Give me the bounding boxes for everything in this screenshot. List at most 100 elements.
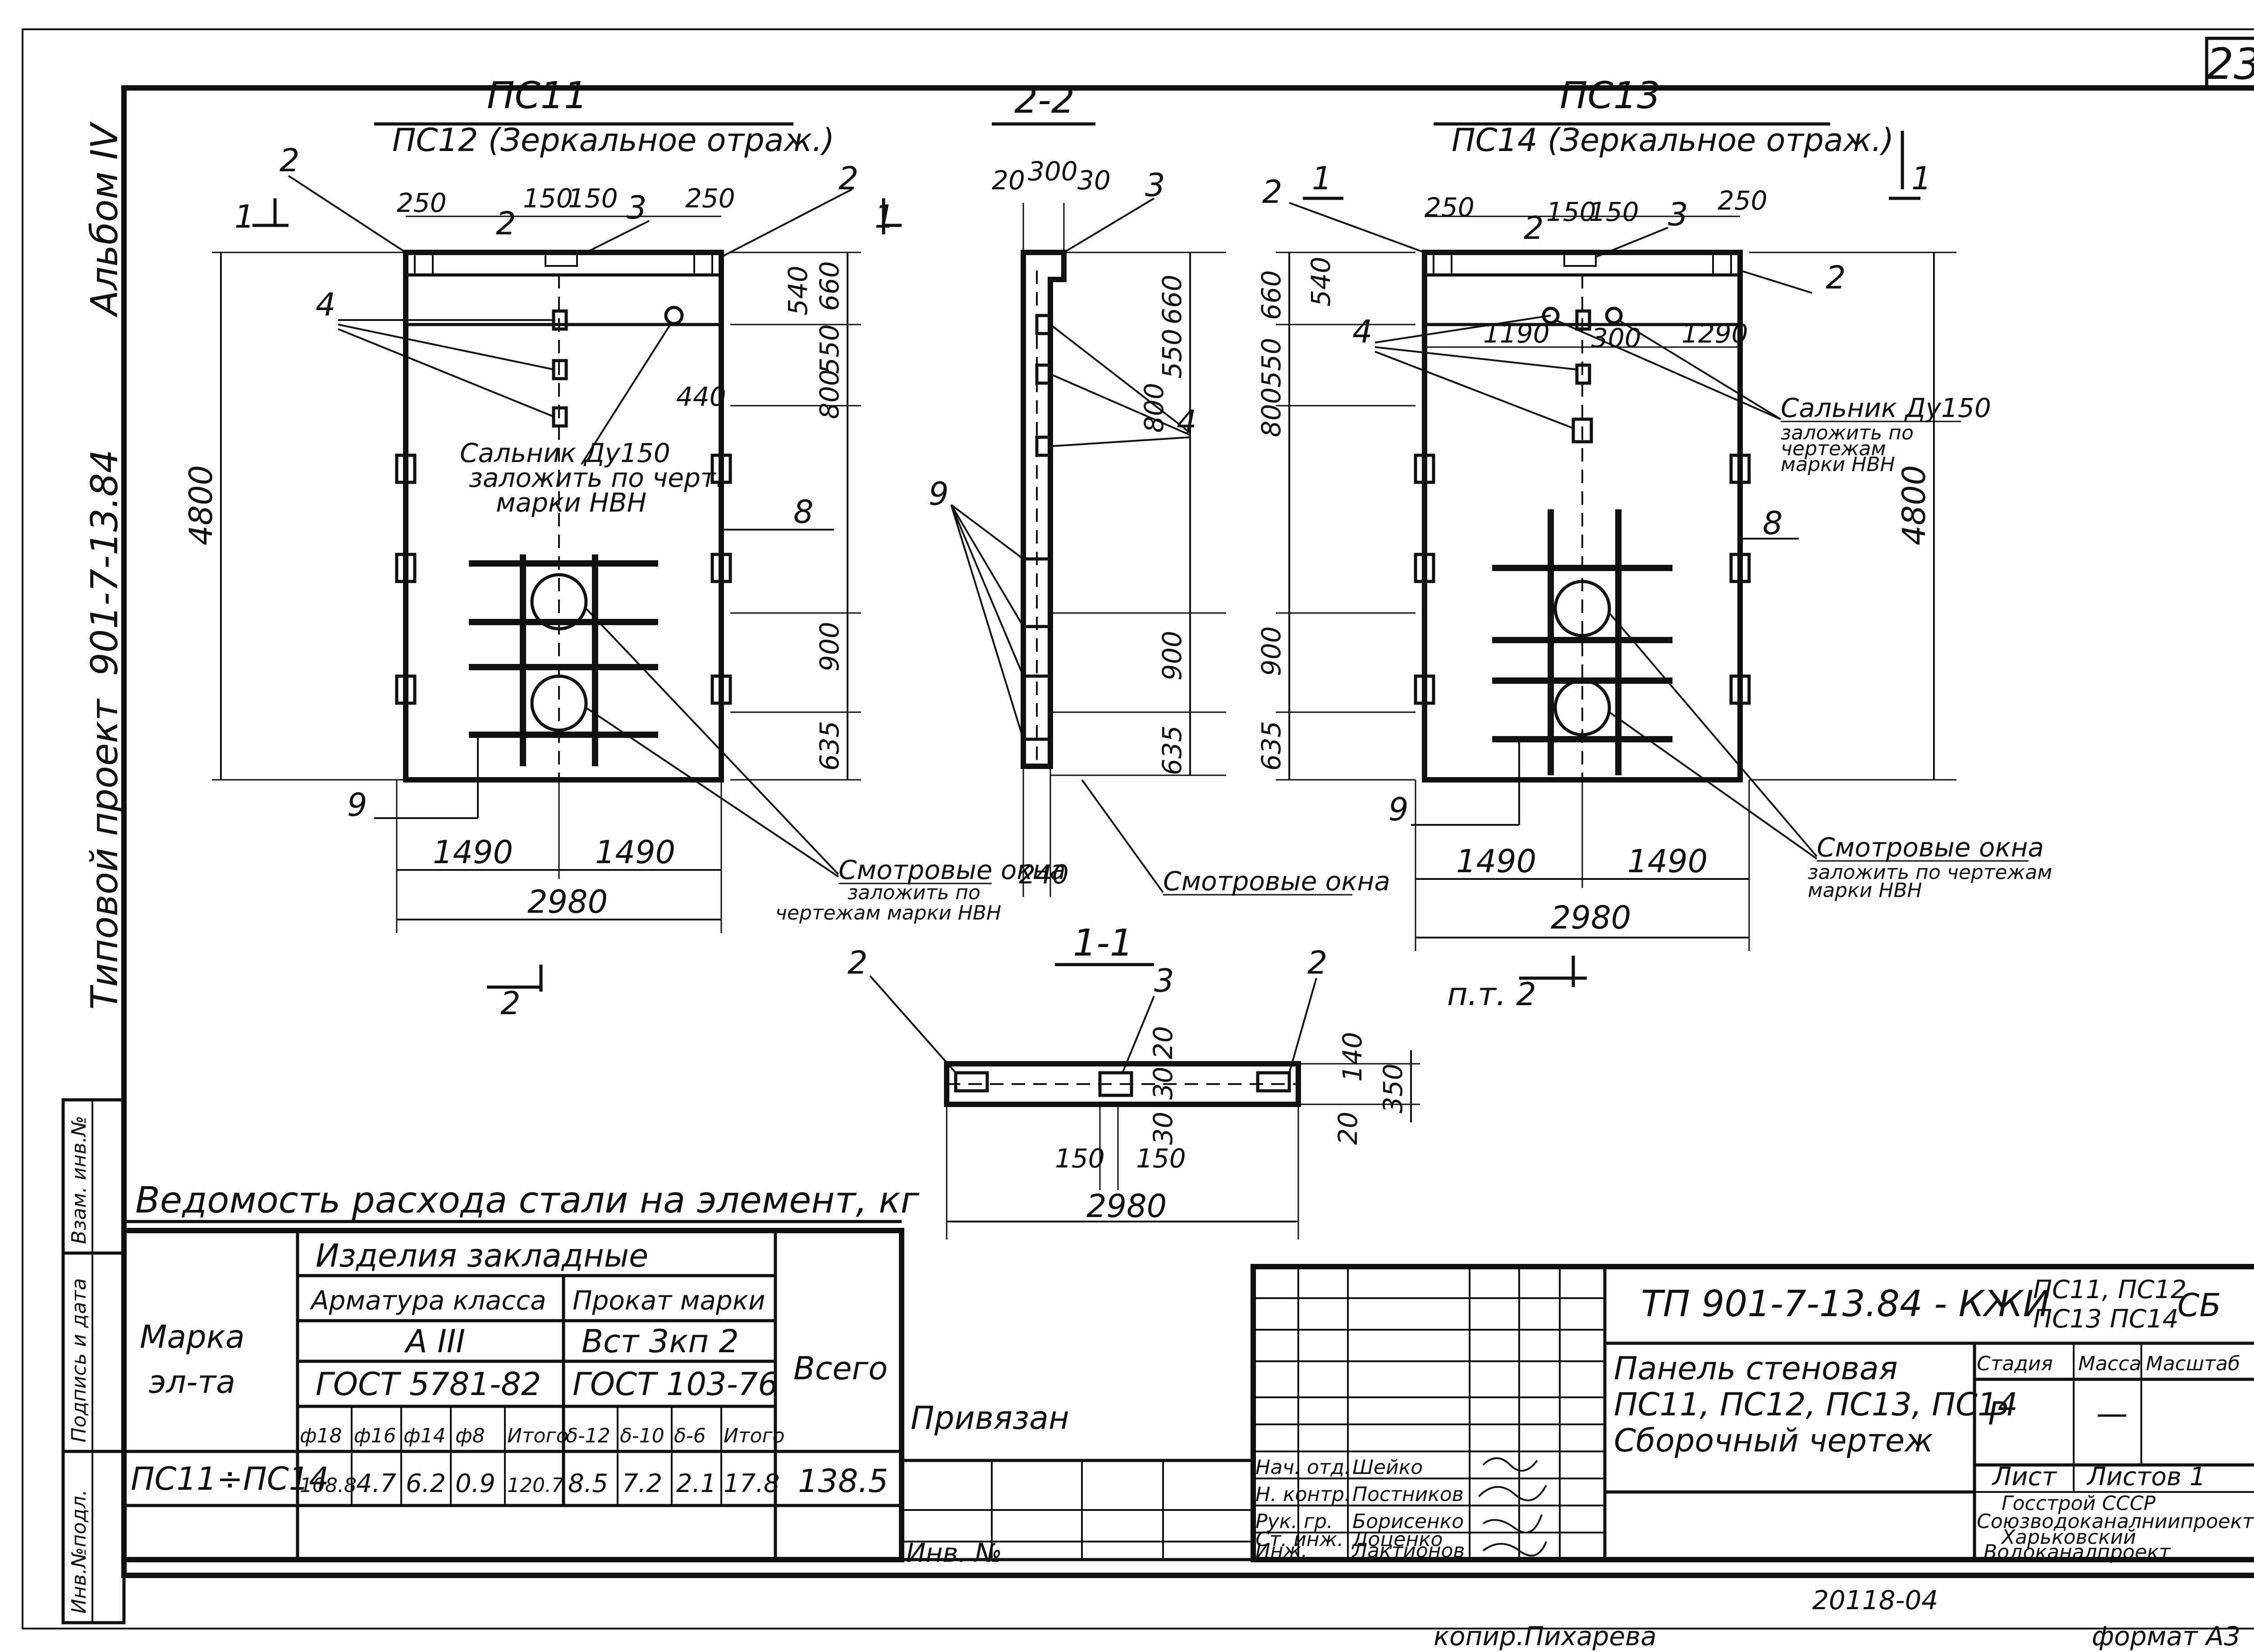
left-callout-2b: 2	[496, 205, 516, 242]
view-section-1-1: 1-1 2 3 2 150 150 20 30 30 140 350 20 29…	[848, 922, 1420, 1240]
left-dim-635: 635	[814, 721, 845, 771]
tb-marks-top: ПС11, ПС12	[2033, 1275, 2187, 1304]
side-dim-800: 800	[1139, 383, 1169, 433]
role-5: Инж.	[1255, 1539, 1307, 1562]
section11-callout-2a: 2	[848, 944, 868, 981]
right-gland-note-4: марки НВН	[1781, 453, 1895, 476]
side-dim-900: 900	[1157, 631, 1187, 681]
copied-by: копир.Пихарева	[1434, 1621, 1657, 1650]
view-section-2-2: 2-2 20 300 30 660 550 800 900 635 240	[929, 79, 1390, 897]
right-gland-note-1: Сальник Ду150	[1781, 393, 1991, 423]
steel-table-title: Ведомость расхода стали на элемент, кг	[135, 1179, 920, 1221]
steel-profile-grade: Вст 3кп 2	[582, 1323, 739, 1360]
tb-org-2: Союзводоканалниипроект	[1977, 1510, 2254, 1533]
steel-col-mark-2: эл-та	[149, 1364, 235, 1400]
steel-col-mark-1: Марка	[140, 1318, 245, 1355]
steel-val-4: 0.9	[455, 1469, 495, 1498]
steel-val-7: 7.2	[622, 1469, 662, 1498]
binding-label: Привязан	[911, 1400, 1069, 1437]
side-dim-30: 30	[1077, 165, 1111, 196]
tb-header-scale: Масштаб	[2146, 1352, 2240, 1375]
view-right-subtitle: ПС14 (Зеркальное отраж.)	[1452, 122, 1894, 159]
tb-org-3: Харьковский	[2001, 1526, 2136, 1549]
project-label: Типовой проект	[83, 698, 126, 1010]
role-4: Ст. инж.	[1255, 1528, 1343, 1551]
steel-row-total: 138.5	[798, 1463, 888, 1500]
left-callout-8: 8	[793, 494, 814, 531]
tb-name-3: Сборочный чертеж	[1614, 1422, 1933, 1459]
role-2-name: Постников	[1352, 1483, 1464, 1506]
left-half-a: 1490	[433, 834, 513, 871]
steel-row-mark: ПС11÷ПС14	[131, 1460, 329, 1497]
tb-header-stage: Стадия	[1977, 1352, 2053, 1375]
left-top-150b: 150	[568, 183, 618, 214]
left-callout-9: 9	[347, 787, 367, 824]
left-windows-note-1: Смотровые окна	[838, 855, 1066, 885]
section11-total: 2980	[1086, 1188, 1167, 1225]
stamp-inv-original: Инв.№подл.	[68, 1489, 91, 1614]
left-callout-4: 4	[316, 286, 336, 323]
tb-marks-bottom: ПС13 ПС14	[2033, 1304, 2179, 1334]
right-section-mark: п.т. 2	[1447, 976, 1536, 1013]
right-callout-2b: 2	[1524, 210, 1544, 247]
tb-code: ТП 901-7-13.84 - КЖИ	[1641, 1283, 2050, 1325]
right-gland-note-2: заложить по	[1781, 421, 1914, 444]
left-gland-note-2: заложить по черт.	[469, 462, 724, 493]
tb-sheet-label: Лист	[1992, 1462, 2057, 1492]
left-dim-550: 550	[814, 324, 845, 374]
tb-org-4: Водоканалпроект	[1984, 1541, 2171, 1564]
view-right-title: ПС13	[1560, 74, 1660, 117]
view-ps11: ПС11 ПС12 (Зеркальное отраж.)	[183, 74, 1066, 1022]
right-callout-8: 8	[1763, 505, 1783, 542]
side-callout-9: 9	[929, 476, 949, 513]
left-height: 4800	[183, 465, 220, 545]
steel-val-5: 120.7	[507, 1474, 564, 1497]
right-dim-900: 900	[1256, 626, 1287, 676]
right-inner-1290: 1290	[1681, 318, 1748, 349]
role-3: Рук. гр.	[1255, 1510, 1333, 1533]
left-total: 2980	[527, 883, 608, 920]
left-half-b: 1490	[595, 834, 675, 871]
right-dim-660: 660	[1256, 270, 1287, 320]
section11-dim-150a: 150	[1055, 1143, 1105, 1174]
side-callout-4: 4	[1177, 403, 1197, 440]
right-dim-540: 540	[1306, 256, 1336, 307]
section11-dim-150b: 150	[1136, 1143, 1186, 1174]
steel-profile-label: Прокат марки	[573, 1285, 765, 1316]
left-top-250a: 250	[397, 188, 447, 218]
left-callout-3: 3	[627, 189, 647, 226]
project-code: 901-7-13.84	[83, 449, 126, 676]
right-top-250a: 250	[1425, 192, 1475, 223]
steel-sub-5: Итого	[507, 1424, 568, 1447]
left-dim-900: 900	[814, 622, 845, 672]
side-dim-300: 300	[1028, 156, 1078, 187]
section11-dim-140: 140	[1337, 1032, 1368, 1082]
side-dim-550: 550	[1157, 329, 1187, 379]
tb-mass: —	[2096, 1395, 2128, 1432]
steel-val-3: 6.2	[406, 1469, 446, 1498]
right-windows-note-1: Смотровые окна	[1817, 832, 2044, 863]
steel-val-6: 8.5	[568, 1469, 608, 1498]
left-gland-note-1: Сальник Ду150	[460, 438, 670, 468]
title-block: Нач. отд. Шейко Н. контр. Постников Рук.…	[1251, 1264, 2254, 1564]
album-label: Альбом IV	[83, 121, 126, 318]
right-gland-note-3: чертежам	[1781, 437, 1886, 460]
binding-block: Привязан Инв. №	[900, 1400, 1255, 1568]
steel-rebar-gost: ГОСТ 5781-82	[316, 1366, 541, 1403]
side-windows-label: Смотровые окна	[1163, 866, 1390, 897]
view-left-subtitle: ПС12 (Зеркальное отраж.)	[392, 122, 834, 159]
right-dim-800: 800	[1256, 387, 1287, 437]
role-1-name: Шейко	[1352, 1456, 1423, 1479]
left-windows-note-2: заложить по	[848, 881, 980, 904]
side-dim-660: 660	[1157, 275, 1187, 325]
section11-title: 1-1	[1073, 922, 1133, 965]
right-callout-2a: 2	[1262, 174, 1283, 211]
side-callout-3: 3	[1145, 167, 1165, 204]
right-callout-2d: 2	[1826, 259, 1846, 296]
right-dim-550: 550	[1256, 338, 1287, 388]
steel-val-9: 17.8	[724, 1469, 780, 1498]
side-title: 2-2	[1014, 79, 1075, 122]
right-top-250b: 250	[1718, 185, 1768, 216]
